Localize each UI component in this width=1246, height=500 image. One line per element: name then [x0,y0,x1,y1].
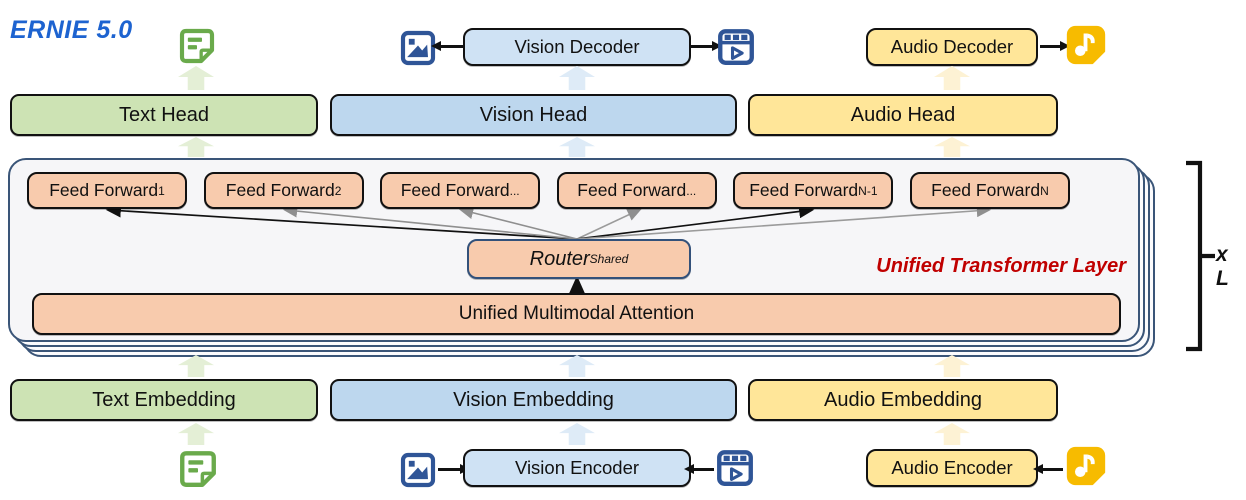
up-arrow-vision-head-out [559,66,595,90]
unified-multimodal-attention-box: Unified Multimodal Attention [32,293,1121,335]
up-arrow-to-vision-head [559,137,595,157]
up-arrow-audio-head-out [934,66,970,90]
ff-label: Feed Forward [577,180,687,200]
vision-decoder-box: Vision Decoder [463,28,691,66]
router-subscript: Shared [589,252,629,266]
ernie-logo: ERNIE 5.0 [10,16,133,44]
vision-head-label: Vision Head [479,103,588,126]
audio-embedding-label: Audio Embedding [824,388,982,411]
text-embedding-label: Text Embedding [92,388,236,411]
repeat-bracket [1186,160,1215,352]
vision-head-box: Vision Head [330,94,737,136]
arrow-image-to-encoder [438,468,461,471]
text-embedding-box: Text Embedding [10,379,318,421]
arrow-audio-to-encoder [1042,468,1063,471]
vision-decoder-label: Vision Decoder [514,36,640,57]
arrow-decoder-to-image [440,45,463,48]
audio-note-icon [1063,22,1109,68]
feed-forward-expert-ellipsis-b: Feed Forward... [556,172,717,209]
up-arrow-to-vision-embedding [559,423,595,445]
up-arrow-to-audio-embedding [934,423,970,445]
up-arrow-to-audio-head [934,137,970,157]
audio-encoder-box: Audio Encoder [866,449,1038,487]
up-arrow-to-text-embedding [178,423,214,445]
audio-head-box: Audio Head [748,94,1058,136]
ff-label: Feed Forward [931,180,1041,200]
up-arrow-text-head-out [178,66,214,90]
feed-forward-expert-ellipsis-a: Feed Forward... [380,172,541,209]
video-icon [715,26,757,68]
unified-transformer-layer-label: Unified Transformer Layer [876,255,1126,277]
ff-label: Feed Forward [749,180,859,200]
vision-encoder-box: Vision Encoder [463,449,691,487]
audio-embedding-box: Audio Embedding [748,379,1058,421]
vision-encoder-label: Vision Encoder [514,457,640,478]
arrow-decoder-to-audio [1040,45,1061,48]
document-text-icon [177,448,219,490]
video-icon [714,447,756,489]
up-arrow-vision-embedding-out [559,355,595,377]
ff-label: Feed Forward [49,180,159,200]
audio-decoder-label: Audio Decoder [890,36,1014,57]
attention-label: Unified Multimodal Attention [458,303,695,324]
arrow-video-to-encoder [693,468,714,471]
audio-head-label: Audio Head [850,103,956,126]
ff-label: Feed Forward [225,180,335,200]
vision-embedding-label: Vision Embedding [453,388,614,411]
audio-note-icon [1063,443,1109,489]
ff-label: Feed Forward [400,180,510,200]
document-text-icon [177,26,217,66]
up-arrow-to-text-head [178,137,214,157]
arrow-decoder-to-video [691,45,713,48]
audio-encoder-label: Audio Encoder [891,457,1013,478]
up-arrow-audio-embedding-out [934,355,970,377]
router-label: Router [529,247,590,270]
text-head-box: Text Head [10,94,318,136]
text-head-label: Text Head [118,103,210,126]
audio-decoder-box: Audio Decoder [866,28,1038,66]
image-icon [398,450,438,490]
vision-embedding-box: Vision Embedding [330,379,737,421]
up-arrow-text-embedding-out [178,355,214,377]
repeat-count-label: x L [1216,243,1229,290]
